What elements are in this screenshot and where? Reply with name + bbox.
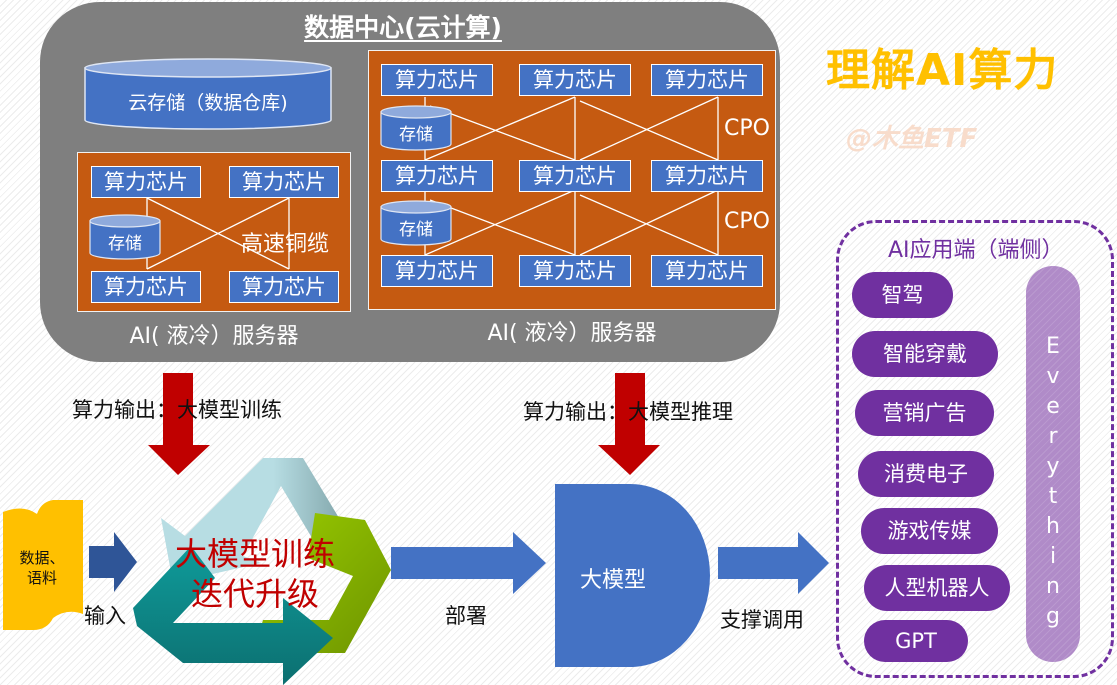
server-label: AI( 液冷）服务器 <box>129 324 299 349</box>
storage-icon <box>89 214 161 260</box>
app-item-marketing: 营销广告 <box>855 390 994 436</box>
red-arrow-down-icon <box>148 373 210 475</box>
storage-icon <box>380 105 452 151</box>
app-item-wearables: 智能穿戴 <box>852 331 998 377</box>
storage-cylinder: 存储 <box>380 200 452 246</box>
large-model-shape <box>555 484 710 667</box>
app-item-humanoid-robot: 人型机器人 <box>864 565 1010 611</box>
compute-chip: 算力芯片 <box>91 271 201 303</box>
ai-application-title: AI应用端（端侧） <box>888 238 1064 263</box>
compute-chip: 算力芯片 <box>381 160 493 192</box>
cloud-storage-label: 云存储（数据仓库) <box>128 92 288 114</box>
compute-chip: 算力芯片 <box>519 64 631 96</box>
large-model-label: 大模型 <box>580 568 647 593</box>
everything-label: E v e r y t h i n g <box>1046 334 1060 629</box>
data-center-title: 数据中心(云计算) <box>304 13 502 42</box>
cpo-label: CPO <box>724 116 770 141</box>
inference-output-label: 算力输出：大模型推理 <box>523 400 733 424</box>
compute-chip: 算力芯片 <box>651 64 763 96</box>
input-arrow-icon <box>89 532 137 592</box>
red-arrow-down-icon <box>598 373 660 475</box>
training-output-label: 算力输出：大模型训练 <box>72 398 282 422</box>
storage-cylinder: 存储 <box>380 105 452 151</box>
everything-bar: E v e r y t h i n g <box>1026 266 1080 662</box>
training-cycle-icon <box>133 458 391 685</box>
compute-chip: 算力芯片 <box>651 160 763 192</box>
storage-icon <box>380 200 452 246</box>
ai-application-panel <box>836 220 1114 678</box>
deploy-label: 部署 <box>445 604 487 628</box>
compute-chip: 算力芯片 <box>229 271 339 303</box>
storage-cylinder: 存储 <box>89 214 161 260</box>
cpo-link-lines <box>424 96 719 256</box>
watermark: @木鱼ETF <box>846 124 978 154</box>
compute-chip: 算力芯片 <box>519 160 631 192</box>
compute-chip: 算力芯片 <box>651 255 763 287</box>
deploy-arrow-icon <box>391 532 546 594</box>
compute-chip: 算力芯片 <box>519 255 631 287</box>
server-label: AI( 液冷）服务器 <box>487 321 657 346</box>
compute-chip: 算力芯片 <box>229 166 339 198</box>
page-title: 理解AI算力 <box>826 45 1059 96</box>
app-item-autonomous-driving: 智驾 <box>852 272 953 318</box>
cpo-label: CPO <box>724 209 770 234</box>
data-source-label: 数据、 语料 <box>19 549 65 587</box>
app-item-gpt: GPT <box>864 620 968 662</box>
cycle-label: 大模型训练 迭代升级 <box>174 535 335 613</box>
input-label: 输入 <box>84 604 126 628</box>
compute-chip: 算力芯片 <box>91 166 201 198</box>
app-item-consumer-electronics: 消费电子 <box>858 451 994 497</box>
data-source-shape <box>3 500 83 630</box>
compute-chip: 算力芯片 <box>381 64 493 96</box>
support-arrow-icon <box>718 532 829 594</box>
compute-chip: 算力芯片 <box>381 255 493 287</box>
copper-cable-label: 高速铜缆 <box>241 232 330 257</box>
app-item-gaming-media: 游戏传媒 <box>861 508 998 554</box>
cloud-storage-cylinder <box>84 58 332 130</box>
support-label: 支撑调用 <box>720 608 804 632</box>
